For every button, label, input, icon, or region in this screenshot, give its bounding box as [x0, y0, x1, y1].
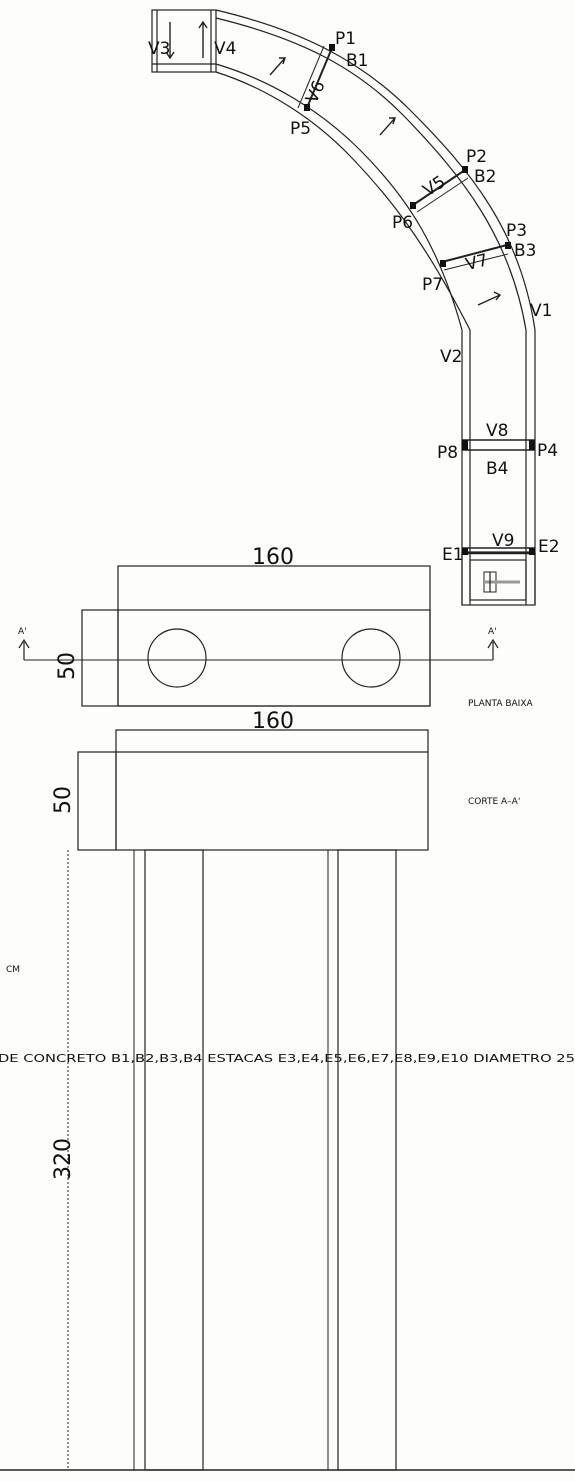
pile-right	[337, 849, 397, 1471]
pile-left	[144, 849, 204, 1471]
label-v8: V8	[486, 421, 508, 441]
label-v7: V7	[464, 250, 491, 275]
label-p3: P3	[506, 221, 527, 241]
label-p6: P6	[392, 213, 413, 233]
section-arrow-left	[18, 638, 30, 660]
pile-circle-left	[147, 628, 207, 688]
section-title: CORTE A–A'	[468, 797, 520, 807]
inner-curve	[215, 63, 463, 605]
outer-curve	[215, 9, 536, 605]
stair-plan	[151, 9, 536, 606]
section-arrow-right	[487, 638, 499, 660]
section-height-dim: 50	[51, 786, 76, 814]
label-p2: P2	[466, 147, 487, 167]
landing-box	[151, 9, 217, 73]
label-p4: P4	[537, 441, 558, 461]
section-length-dim: 160	[252, 709, 294, 734]
plan-title: PLANTA BAIXA	[468, 699, 534, 709]
section-mark-left: A'	[18, 627, 27, 637]
label-p5: P5	[290, 119, 311, 139]
plan-length-dim: 160	[252, 545, 294, 570]
label-b3: B3	[514, 241, 536, 261]
pile-circle-right	[341, 628, 401, 688]
label-b2: B2	[474, 167, 496, 187]
spec-note: DE CONCRETO B1,B2,B3,B4 ESTACAS E3,E4,E5…	[0, 1052, 575, 1065]
section-mark-right: A'	[488, 627, 497, 637]
label-b1: B1	[346, 51, 368, 71]
label-p1: P1	[335, 29, 356, 49]
pile-length-dim: 320	[51, 1138, 76, 1180]
outer-curve-inner	[215, 17, 527, 605]
unit-note: CM	[6, 965, 20, 975]
inner-curve-2	[215, 71, 471, 605]
label-v1: V1	[530, 301, 552, 321]
label-p8: P8	[437, 443, 458, 463]
label-v6: V6	[302, 78, 330, 107]
pile-cap-section	[0, 729, 575, 1471]
label-e2: E2	[538, 537, 560, 557]
label-b4: B4	[486, 459, 508, 479]
label-v4: V4	[214, 39, 236, 59]
label-v9: V9	[492, 531, 514, 551]
label-v3: V3	[148, 39, 170, 59]
pile-cap-plan	[18, 565, 499, 707]
plan-width-dim: 50	[55, 652, 80, 680]
label-v2: V2	[440, 347, 462, 367]
label-p7: P7	[422, 275, 443, 295]
label-e1: E1	[442, 545, 464, 565]
stair-labels: V3 V4 P1 B1 P5 P2 B2 P6 P3 B3 P7 V1 V2 P…	[148, 29, 560, 565]
